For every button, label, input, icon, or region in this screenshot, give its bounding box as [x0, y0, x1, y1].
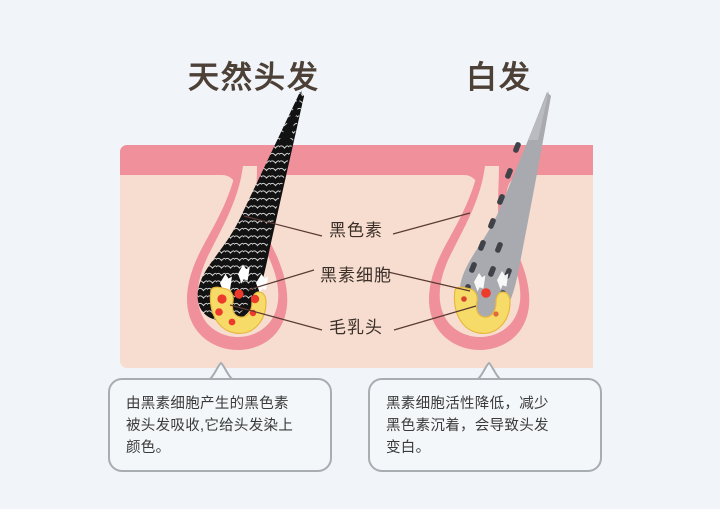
callout-tails: [204, 361, 506, 382]
callout-left-line-1: 由黑素细胞产生的黑色素: [126, 396, 289, 412]
left-callout-tail: [204, 361, 238, 382]
leader-papilla-left: [229, 304, 323, 331]
label-dermal-papilla: 毛乳头: [329, 318, 383, 337]
title-natural-hair: 天然头发: [188, 60, 320, 95]
leader-melanin-right: [392, 212, 471, 235]
callout-right-line-1: 黑素细胞活性降低，减少: [386, 396, 549, 412]
callout-left-line-3: 颜色。: [126, 440, 171, 456]
right-dermal-papilla: [453, 286, 511, 334]
label-melanocyte: 黑素细胞: [320, 266, 392, 285]
right-papilla-shape: [453, 286, 511, 334]
left-dermal-papilla: [209, 286, 267, 334]
callout-white-hair: 黑素细胞活性降低，减少 黑色素沉着，会导致头发 变白。: [368, 378, 602, 472]
leader-lines: [229, 212, 477, 331]
label-melanin: 黑色素: [329, 221, 383, 240]
callout-natural-hair: 由黑素细胞产生的黑色素 被头发吸收,它给头发染上 颜色。: [108, 378, 332, 472]
leader-melanin-left: [243, 215, 323, 237]
leader-melanocyte-left: [247, 269, 315, 291]
leader-papilla-right: [393, 305, 477, 331]
callout-right-line-2: 黑色素沉着，会导致头发: [386, 418, 549, 434]
right-hair-tip: [528, 90, 549, 140]
left-hair-tip: [278, 90, 302, 144]
callout-right-line-3: 变白。: [386, 440, 431, 456]
right-hair-body: [459, 92, 551, 322]
title-white-hair: 白发: [466, 60, 532, 95]
right-callout-tail: [472, 361, 506, 382]
right-melanin-arrows: [474, 271, 509, 292]
leader-melanocyte-right: [387, 271, 471, 292]
callout-left-line-2: 被头发吸收,它给头发染上: [126, 418, 294, 434]
